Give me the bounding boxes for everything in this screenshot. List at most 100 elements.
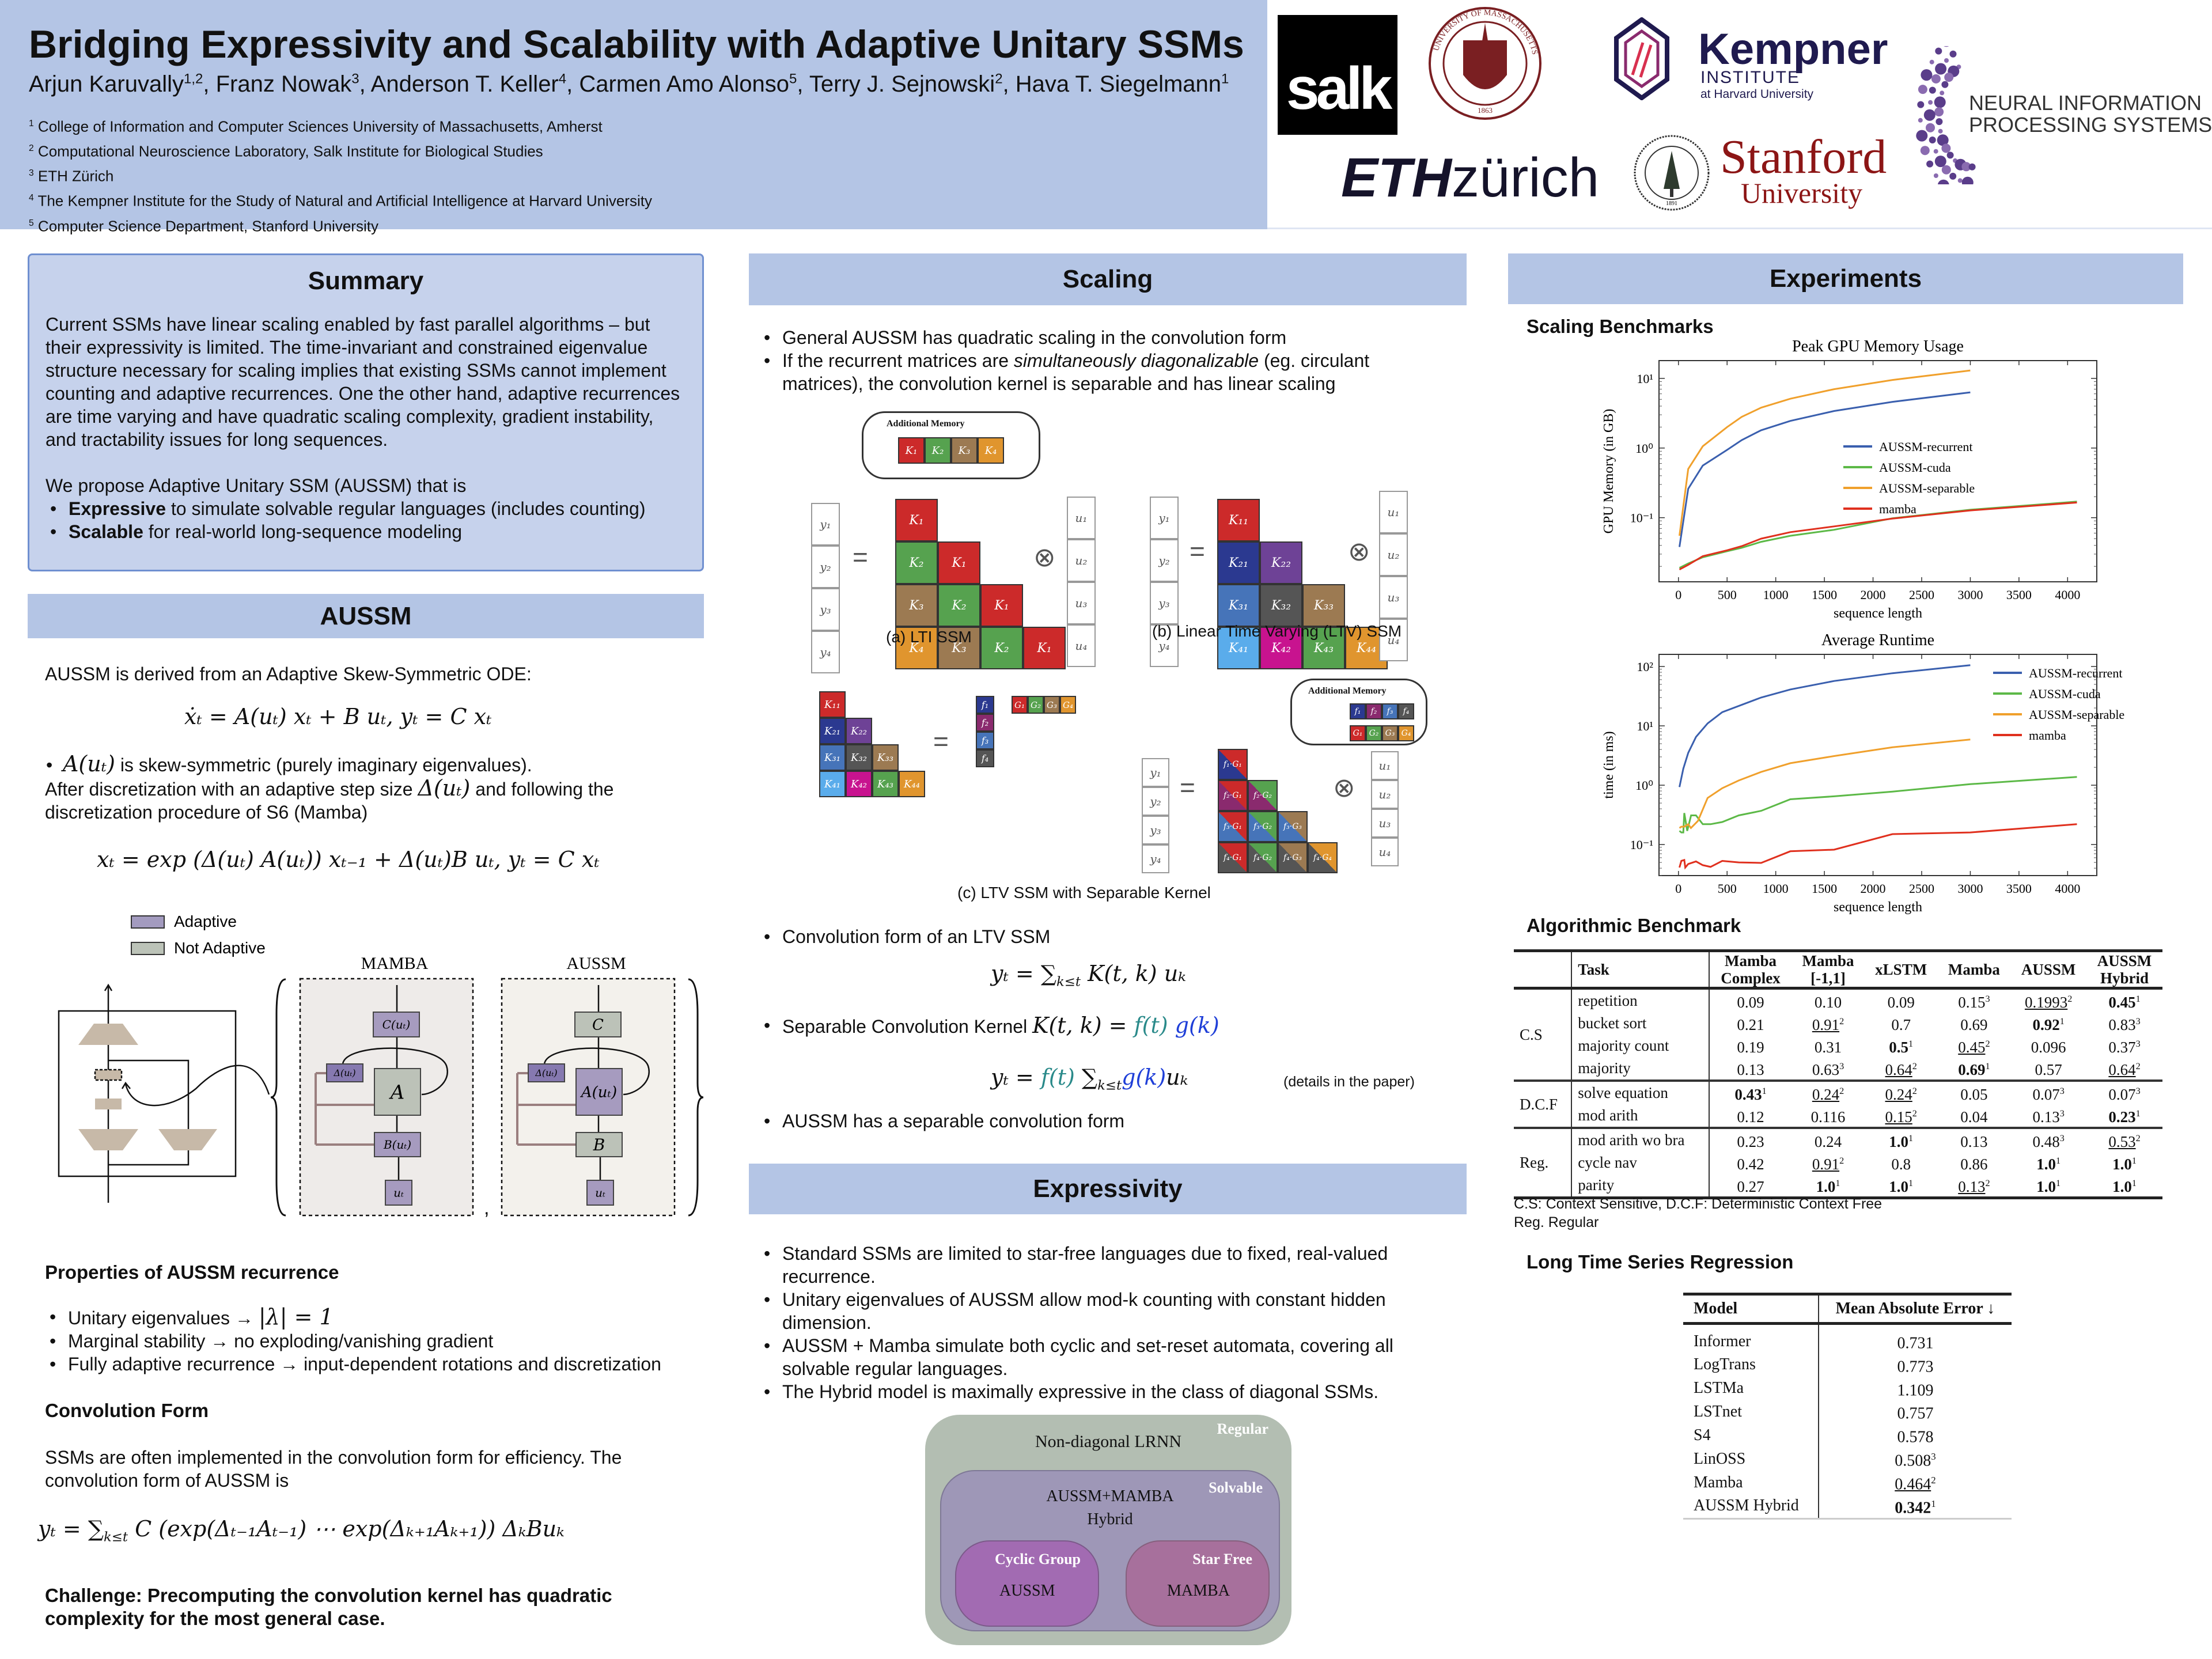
score-rank: 2 <box>2135 1133 2141 1143</box>
score-value: 0.13 <box>2032 1108 2060 1126</box>
legend-label: AUSSM-cuda <box>1879 460 1951 475</box>
x-tick-label: 3000 <box>1957 881 1983 896</box>
aussm-diagram-title: AUSSM <box>566 954 626 973</box>
properties-list: Unitary eigenvalues → |λ| = 1 Marginal s… <box>45 1305 702 1376</box>
eq-sub: k≤t <box>1097 1078 1122 1093</box>
score-rank: 2 <box>1839 1016 1844 1027</box>
score-rank: 2 <box>1912 1061 1917 1071</box>
right-brace <box>688 978 704 1217</box>
score-cell: 0.19 <box>1708 1035 1792 1057</box>
task-name: mod arith <box>1571 1104 1709 1128</box>
score-value: 0.42 <box>1737 1156 1764 1173</box>
score-value: 0.24 <box>1885 1086 1912 1103</box>
chart-title: Peak GPU Memory Usage <box>1792 338 1964 355</box>
umass-seal-logo: UNIVERSITY OF MASSACHUSETTS 1863 <box>1429 7 1541 120</box>
summary-title: Summary <box>308 267 424 295</box>
score-cell: 0.096 <box>2010 1035 2086 1057</box>
score-cell: 1.01 <box>1791 1174 1865 1198</box>
score-value: 0.57 <box>2035 1061 2062 1078</box>
mae-value: 0.464 <box>1895 1475 1931 1494</box>
mae-cell: 0.578 <box>1817 1423 2012 1448</box>
affiliation-number: 3 <box>29 168 34 179</box>
separable-kernel-cell: f₂·G₂ <box>1248 780 1278 811</box>
score-rank: 3 <box>2135 1039 2141 1049</box>
bullet-keyword: Expressive <box>69 498 166 519</box>
legend-label: AUSSM-separable <box>2029 707 2124 722</box>
score-rank: 1 <box>2131 1156 2137 1166</box>
author-list: Arjun Karuvally1,2, Franz Nowak3, Anders… <box>29 71 1229 97</box>
gate-trapezoid-icon <box>158 1129 217 1150</box>
score-cell: 1.01 <box>1864 1127 1938 1152</box>
score-value: 0.24 <box>1812 1086 1840 1103</box>
upsample-trapezoid-icon <box>78 1024 138 1045</box>
y-tick-label: 10⁰ <box>1635 441 1653 456</box>
generic-block-diagram <box>58 983 237 1203</box>
conv-block <box>95 1099 122 1109</box>
delta-ut-math: Δ(uₜ) <box>418 775 471 801</box>
series-line-aussm-recurrent <box>1679 391 1971 547</box>
separable-kernel-cell: f₃·G₃ <box>1278 811 1308 842</box>
eq-sub: k≤t <box>1056 974 1081 990</box>
property-item: Marginal stability → no exploding/vanish… <box>45 1330 702 1353</box>
separable-kernel-equation: K(t, k) = f(t) g(k) <box>1032 1013 1219 1038</box>
c-block-label: C(uₜ) <box>382 1018 411 1032</box>
score-value: 0.86 <box>1960 1156 1988 1173</box>
eq-part: uₖ <box>1166 1065 1188 1090</box>
x-tick-label: 2000 <box>1861 881 1886 896</box>
score-cell: 0.23 <box>1708 1127 1792 1152</box>
y-tick-label: 10⁻¹ <box>1630 838 1653 852</box>
memory-g-cell: G₁ <box>1350 725 1366 741</box>
kernel-cell: K₁ <box>938 541 980 584</box>
separable-kernel-cell: f₄·G₄ <box>1308 842 1338 873</box>
score-cell: 0.05 <box>1937 1080 2011 1104</box>
author-affiliation-number: 1,2 <box>184 71 203 87</box>
downsample-trapezoid-icon <box>78 1129 138 1150</box>
mae-cell: 1.109 <box>1817 1376 2012 1400</box>
score-cell: 1.01 <box>1865 1174 1938 1198</box>
score-value: 0.09 <box>1887 994 1915 1011</box>
score-cell: 0.27 <box>1708 1174 1792 1198</box>
author: Arjun Karuvally1,2, <box>29 71 216 97</box>
kernel-cell: K₃₂ <box>1260 584 1302 627</box>
diagram-comma: , <box>484 1197 489 1219</box>
aussm-ode-equation: ẋₜ = A(uₜ) xₜ + B uₜ, yₜ = C xₜ <box>184 704 492 729</box>
score-value: 0.31 <box>1814 1039 1842 1056</box>
score-cell: 1.01 <box>2086 1152 2162 1174</box>
venn-solvable: Solvable AUSSM+MAMBA Hybrid Cyclic Group… <box>940 1470 1280 1631</box>
scaling-benchmarks-title: Scaling Benchmarks <box>1527 316 1714 337</box>
kernel-cell: K₃₁ <box>819 744 846 771</box>
expressivity-bullet: Standard SSMs are limited to star-free l… <box>759 1242 1450 1288</box>
kempner-hexagon-icon <box>1614 17 1669 100</box>
affiliation: 3 ETH Zürich <box>29 162 652 187</box>
kernel-cell: K₃₁ <box>1217 584 1260 627</box>
legend-label: mamba <box>2029 728 2066 743</box>
score-value: 0.15 <box>1958 994 1986 1011</box>
author: Terry J. Sejnowski2, <box>809 71 1016 97</box>
kempner-institute-text: INSTITUTE <box>1700 68 1800 87</box>
memory-f-cell: f₂ <box>1366 703 1382 719</box>
venn-aussm-label: AUSSM <box>999 1582 1055 1600</box>
model-name: LinOSS <box>1694 1449 1746 1468</box>
separable-kernel-cell: f₃·G₂ <box>1248 811 1278 842</box>
model-name: LSTnet <box>1694 1403 1742 1421</box>
column-header: AUSSM <box>2010 951 2086 988</box>
ltv-convolution-equation: yₜ = ∑k≤t K(t, k) uₖ <box>991 961 1186 990</box>
scaling-bullet: If the recurrent matrices are simultaneo… <box>759 349 1450 395</box>
separable-kernel-cell: f₄·G₁ <box>1218 842 1248 873</box>
separable-bullet: Separable Convolution Kernel K(t, k) = f… <box>759 1014 1450 1038</box>
a-block <box>575 1068 623 1116</box>
memory-f-cell: f₁ <box>1350 703 1366 719</box>
eth-zurich-logo: ETHzürich <box>1341 146 1599 210</box>
eq-part: yₜ = <box>991 1065 1041 1090</box>
